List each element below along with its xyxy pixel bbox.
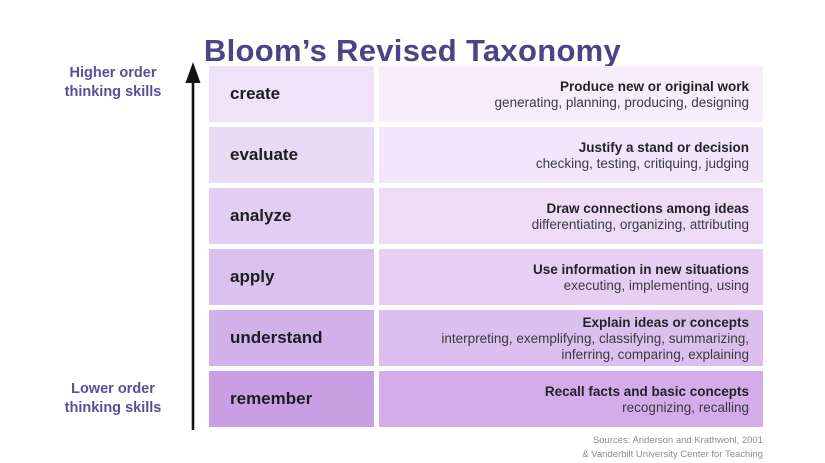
table-row-apply: apply Use information in new situations … bbox=[209, 249, 763, 305]
page-title: Bloom’s Revised Taxonomy bbox=[203, 32, 622, 68]
sources-note: Sources: Anderson and Krathwohl, 2001 & … bbox=[582, 434, 763, 462]
up-arrow-icon bbox=[181, 62, 205, 432]
level-description: Draw connections among ideas differentia… bbox=[379, 188, 763, 244]
lower-order-label: Lower order thinking skills bbox=[64, 381, 162, 417]
table-row-evaluate: evaluate Justify a stand or decision che… bbox=[209, 127, 763, 183]
level-name: understand bbox=[209, 310, 374, 366]
level-description: Explain ideas or concepts interpreting, … bbox=[379, 310, 763, 366]
level-name: analyze bbox=[209, 188, 374, 244]
table-row-understand: understand Explain ideas or concepts int… bbox=[209, 310, 763, 366]
table-row-remember: remember Recall facts and basic concepts… bbox=[209, 371, 763, 427]
level-heading: Explain ideas or concepts bbox=[582, 314, 749, 330]
level-name: create bbox=[209, 66, 374, 122]
level-name: apply bbox=[209, 249, 374, 305]
level-description: Produce new or original work generating,… bbox=[379, 66, 763, 122]
level-verbs: differentiating, organizing, attributing bbox=[531, 216, 749, 232]
level-verbs: executing, implementing, using bbox=[563, 277, 749, 293]
level-name: remember bbox=[209, 371, 374, 427]
level-name: evaluate bbox=[209, 127, 374, 183]
table-row-create: create Produce new or original work gene… bbox=[209, 66, 763, 122]
level-verbs: interpreting, exemplifying, classifying,… bbox=[441, 330, 749, 362]
level-heading: Produce new or original work bbox=[559, 78, 749, 94]
level-heading: Use information in new situations bbox=[532, 261, 749, 277]
level-verbs: generating, planning, producing, designi… bbox=[494, 94, 749, 110]
taxonomy-table: create Produce new or original work gene… bbox=[209, 66, 763, 427]
sources-line-1: Sources: Anderson and Krathwohl, 2001 bbox=[592, 435, 763, 446]
level-description: Use information in new situations execut… bbox=[379, 249, 763, 305]
level-heading: Recall facts and basic concepts bbox=[544, 383, 749, 399]
level-description: Recall facts and basic concepts recogniz… bbox=[379, 371, 763, 427]
table-row-analyze: analyze Draw connections among ideas dif… bbox=[209, 188, 763, 244]
sources-line-2: & Vanderbilt University Center for Teach… bbox=[582, 448, 763, 460]
level-verbs: recognizing, recalling bbox=[622, 399, 749, 415]
level-heading: Justify a stand or decision bbox=[578, 139, 749, 155]
level-verbs: checking, testing, critiquing, judging bbox=[535, 155, 749, 171]
higher-order-label: Higher order thinking skills bbox=[64, 65, 162, 101]
level-heading: Draw connections among ideas bbox=[546, 200, 749, 216]
level-description: Justify a stand or decision checking, te… bbox=[379, 127, 763, 183]
